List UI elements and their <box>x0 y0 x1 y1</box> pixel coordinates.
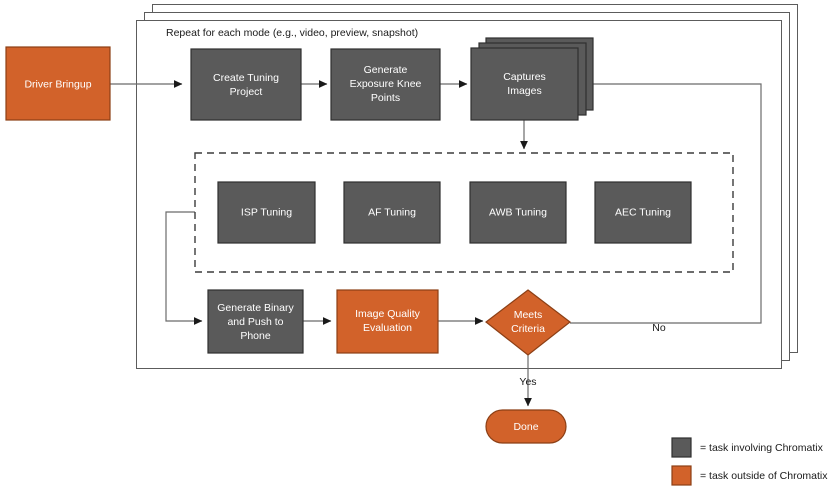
node-generate-binary-push[interactable]: Generate Binary and Push to Phone <box>207 289 304 354</box>
node-aec-tuning[interactable]: AEC Tuning <box>594 181 692 244</box>
node-meets-criteria[interactable]: Meets Criteria <box>485 289 571 356</box>
node-knee-label-3: Points <box>371 92 400 104</box>
node-isp-tuning[interactable]: ISP Tuning <box>217 181 316 244</box>
node-captures-images-label-1: Captures <box>503 71 546 83</box>
node-driver-bringup[interactable]: Driver Bringup <box>5 46 111 121</box>
node-done[interactable]: Done <box>485 409 567 444</box>
node-generate-binary-label-3: Phone <box>240 330 271 342</box>
node-create-tuning-project-label-1: Create Tuning <box>213 72 279 84</box>
edge-label-yes: Yes <box>519 376 536 388</box>
legend-label-external: = task outside of Chromatix <box>700 470 828 482</box>
node-captures-images[interactable]: Captures Images <box>470 37 594 121</box>
node-image-quality-evaluation[interactable]: Image Quality Evaluation <box>336 289 439 354</box>
node-create-tuning-project-label-2: Project <box>230 86 263 98</box>
node-knee-label-1: Generate <box>364 64 408 76</box>
legend-item-external: = task outside of Chromatix <box>671 465 828 486</box>
node-af-tuning-label: AF Tuning <box>368 206 416 218</box>
node-generate-exposure-knee-points[interactable]: Generate Exposure Knee Points <box>330 48 441 121</box>
connectors <box>110 80 762 407</box>
node-generate-binary-label-2: and Push to <box>227 316 283 328</box>
node-knee-label-2: Exposure Knee <box>350 78 422 90</box>
node-isp-tuning-label: ISP Tuning <box>241 206 292 218</box>
node-generate-binary-label-1: Generate Binary <box>217 302 294 314</box>
node-create-tuning-project[interactable]: Create Tuning Project <box>190 48 302 121</box>
node-af-tuning[interactable]: AF Tuning <box>343 181 441 244</box>
legend: = task involving Chromatix = task outsid… <box>671 437 828 486</box>
legend-label-chromatix: = task involving Chromatix <box>700 442 824 454</box>
edge-meets-criteria-no-loop <box>570 80 762 324</box>
node-iqe-label-2: Evaluation <box>363 322 412 334</box>
node-meets-criteria-label-1: Meets <box>514 309 543 321</box>
repeat-note-label: Repeat for each mode (e.g., video, previ… <box>166 27 418 39</box>
legend-swatch-external <box>671 465 692 486</box>
node-awb-tuning-label: AWB Tuning <box>489 206 547 218</box>
node-done-label: Done <box>513 421 538 433</box>
tuning-group-dashed-box <box>194 152 734 273</box>
node-aec-tuning-label: AEC Tuning <box>615 206 671 218</box>
captures-images-stack-front <box>470 47 579 121</box>
node-iqe-label-1: Image Quality <box>355 308 421 320</box>
edge-tuning-group-to-generate-binary <box>165 211 203 325</box>
legend-swatch-chromatix <box>671 437 692 458</box>
node-captures-images-label-2: Images <box>507 85 541 97</box>
node-meets-criteria-label-2: Criteria <box>511 323 545 335</box>
node-awb-tuning[interactable]: AWB Tuning <box>469 181 567 244</box>
edge-label-no: No <box>652 322 666 334</box>
node-driver-bringup-label: Driver Bringup <box>24 78 91 90</box>
legend-item-chromatix: = task involving Chromatix <box>671 437 824 458</box>
